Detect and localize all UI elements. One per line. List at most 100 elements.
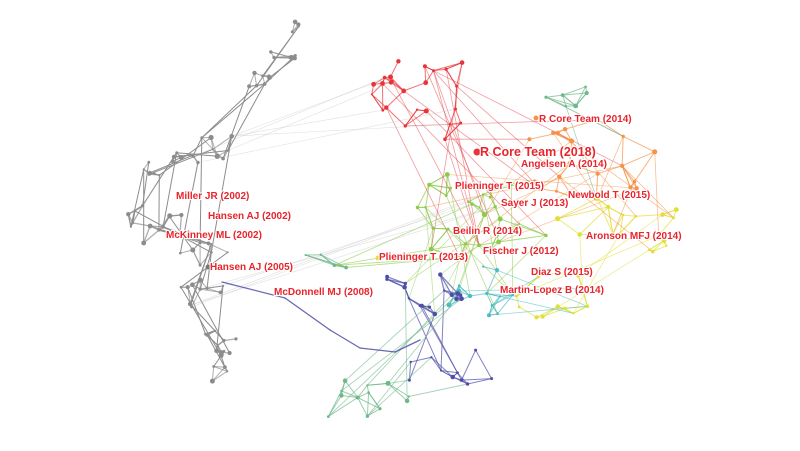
- orange-edge: [595, 173, 599, 199]
- hub-r-core-team-2014: [533, 115, 539, 121]
- gray-left-node: [161, 225, 165, 229]
- blue-core-green-bot-link: [327, 293, 459, 418]
- blue-core-green-bot-link: [344, 290, 445, 382]
- blue-core-blue-low-link: [408, 297, 442, 371]
- lightgreen-edge: [498, 234, 547, 243]
- blue-low-node: [465, 382, 470, 386]
- yellow-node: [665, 244, 668, 247]
- red-edge: [449, 108, 456, 125]
- gray-left-node: [157, 228, 161, 232]
- gray-top-node: [292, 56, 297, 61]
- gray-low1-node: [179, 251, 182, 255]
- lightgreen-green-side-link: [345, 256, 461, 268]
- red-node: [381, 108, 385, 112]
- orange-edge: [564, 119, 599, 130]
- teal-yellow-low-link: [488, 305, 588, 316]
- gray-mid1-gray-low1-link: [199, 137, 203, 244]
- lightgreen-blue-core-link: [457, 214, 485, 295]
- yellow-node: [660, 212, 665, 217]
- lightgreen-node: [489, 189, 492, 193]
- gray-top-node: [269, 50, 273, 54]
- lightgreen-teal-link: [482, 194, 498, 271]
- red-edge: [445, 62, 463, 70]
- gray-low2-gray-bot-link: [180, 286, 222, 357]
- gray-tail-node: [212, 365, 216, 368]
- gray-low2-gray-bot-link: [216, 285, 224, 352]
- green-bot-node: [355, 395, 360, 400]
- gray-upper-node: [252, 70, 257, 76]
- yellow-node: [661, 238, 667, 243]
- lightgreen-blue-core-link: [425, 206, 436, 315]
- lightgreen-node: [446, 227, 450, 231]
- blue-low-edge: [430, 356, 454, 378]
- gray-left-node: [147, 223, 153, 229]
- green-bot-node: [339, 393, 344, 398]
- mcdonnell-bridge: [329, 329, 361, 349]
- gray-upper-node: [261, 74, 265, 78]
- gray-mid1-red-link: [197, 108, 456, 163]
- label-r-core-team-2014: R Core Team (2014): [539, 114, 632, 125]
- yellow-edge: [607, 206, 614, 235]
- gray-mid2-node: [147, 172, 151, 176]
- gray-top-node: [288, 55, 294, 60]
- red-orange-link: [403, 90, 540, 190]
- green-side-node: [304, 254, 307, 256]
- green-side-edge: [320, 254, 347, 268]
- hub-hansen-aj-2005: [205, 264, 211, 270]
- blue-low-green-bot-link: [366, 361, 412, 417]
- red-edge: [445, 68, 458, 87]
- blue-core-node: [427, 305, 431, 309]
- green-bot-edge: [327, 397, 359, 418]
- lightgreen-node: [494, 233, 500, 238]
- green-bot-node: [366, 384, 369, 387]
- gray-left-edge: [143, 229, 160, 244]
- orange-node: [557, 174, 562, 179]
- gray-top-node: [272, 55, 276, 60]
- teal-edge: [469, 293, 488, 297]
- label-fischer-j-2012: Fischer J (2012): [483, 246, 559, 257]
- orange-lightgreen-link: [459, 173, 599, 258]
- gray-left-node: [179, 212, 184, 218]
- gray-left-gray-low1-link: [134, 210, 212, 253]
- label-beilin-r-2014: Beilin R (2014): [453, 226, 522, 237]
- orange-edge: [634, 151, 656, 183]
- gray-left-gray-low1-link: [158, 229, 212, 245]
- gray-tail-node: [223, 365, 227, 370]
- red-node: [415, 108, 419, 111]
- gray-low2-lightgreen-link: [222, 203, 473, 287]
- red-node: [388, 74, 393, 80]
- blue-core-node: [432, 311, 438, 317]
- lightgreen-edge: [425, 206, 434, 229]
- teal-node: [487, 313, 491, 318]
- teal-node: [485, 291, 489, 296]
- orange-edge: [622, 135, 656, 153]
- teal-node: [496, 312, 499, 316]
- gray-mid1-node: [229, 133, 234, 139]
- lightgreen-teal-link: [486, 234, 547, 294]
- red-node: [423, 108, 429, 114]
- green-bot-edge: [341, 390, 359, 398]
- orange-node: [634, 186, 639, 191]
- orange-yellow-link: [654, 151, 660, 237]
- gray-low2-node: [205, 286, 209, 290]
- red-edge: [433, 68, 447, 72]
- red-lightgreen-link: [382, 83, 520, 225]
- orange-node: [632, 179, 637, 184]
- lightgreen-edge: [428, 184, 447, 197]
- orange-edge: [538, 176, 560, 190]
- orange-node: [567, 161, 573, 166]
- green-bot-node: [407, 395, 410, 398]
- gray-mid2-gray-left-link: [142, 161, 150, 207]
- red-edge: [424, 65, 427, 84]
- green-side-node: [344, 265, 348, 270]
- gray-low1-node: [226, 251, 229, 254]
- green-bot-edge: [387, 382, 408, 402]
- green-bot-edge: [357, 384, 368, 398]
- gray-tail-node: [209, 378, 215, 384]
- orange-node: [532, 179, 537, 184]
- gray-low2-node: [218, 290, 223, 295]
- label-sayer-j-2013: Sayer J (2013): [501, 198, 568, 209]
- label-martin-lopez-b-2014: Martin-Lopez B (2014): [500, 285, 604, 296]
- yellow-node: [650, 249, 655, 254]
- green-bot-node: [404, 398, 410, 404]
